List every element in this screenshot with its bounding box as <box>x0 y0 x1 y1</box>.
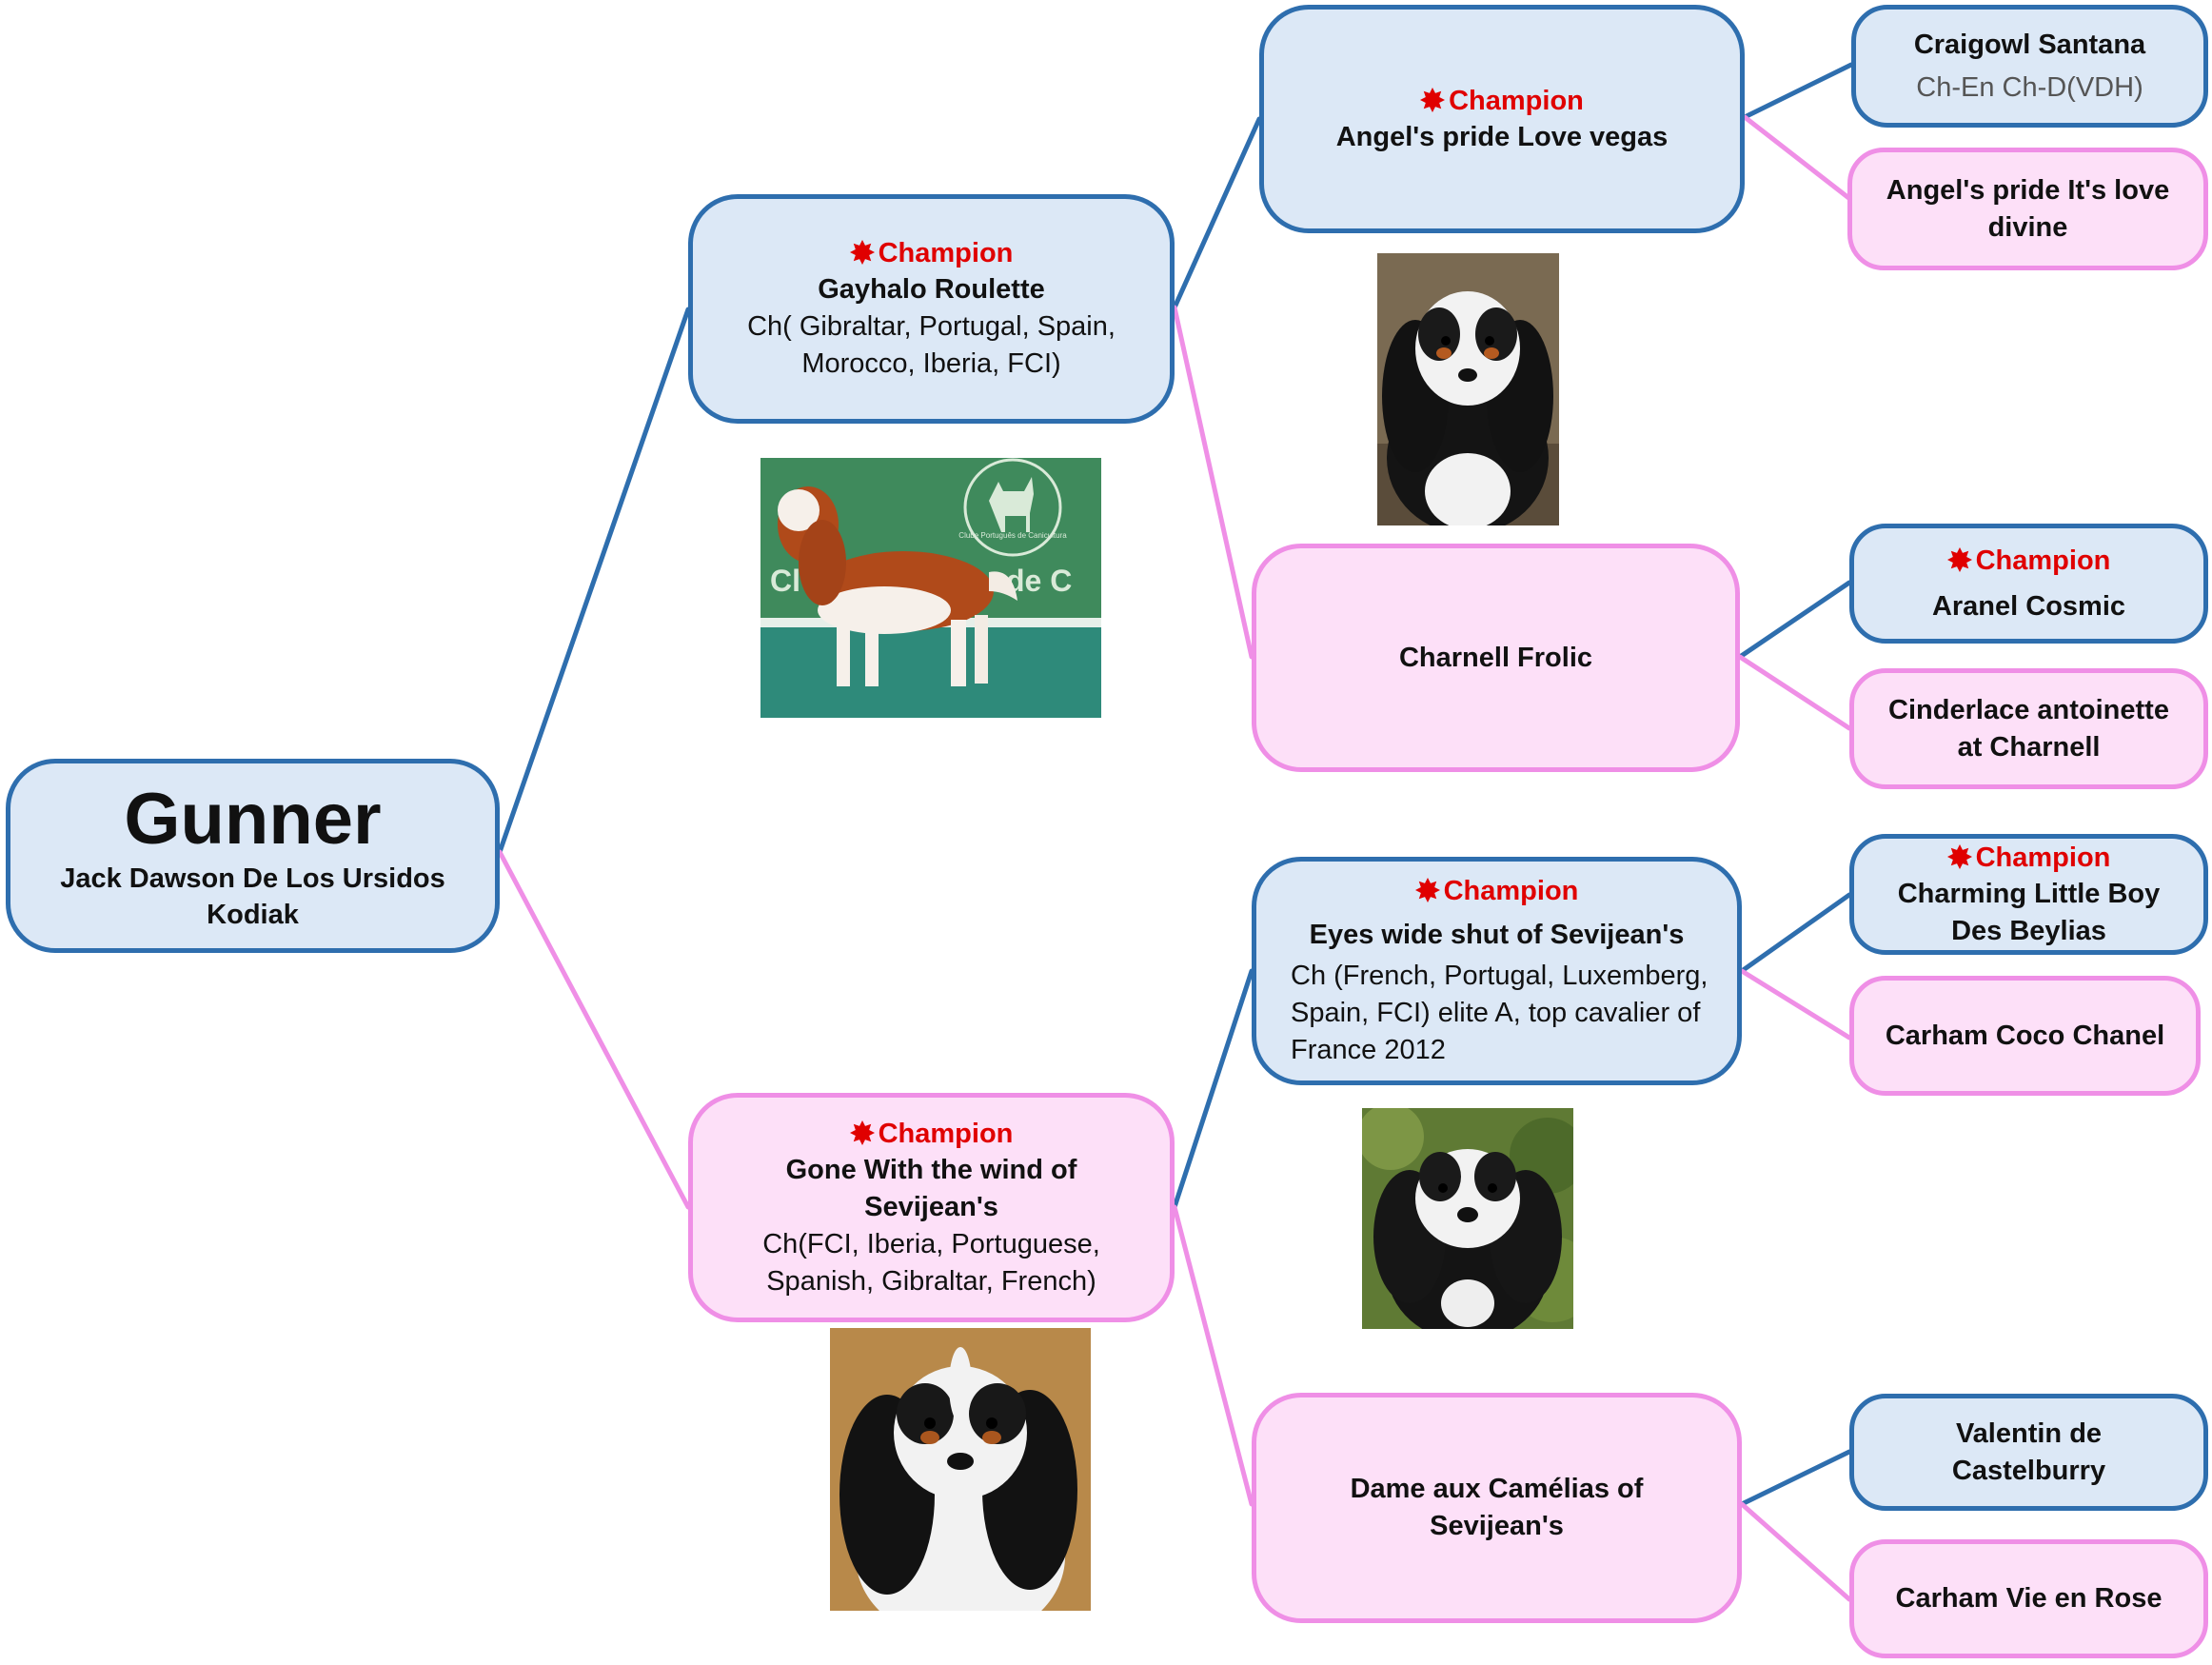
gg-ds-sire-name: Charming Little Boy Des Beylias <box>1897 878 2161 946</box>
link-sd-sire <box>1737 580 1852 660</box>
link-ds-dam <box>1739 968 1852 1041</box>
link-root-dam <box>497 849 691 1210</box>
link-ds-sire <box>1739 892 1852 974</box>
sire-photo: Cl de C Clube Português de Canicultura <box>760 458 1101 718</box>
link-sire-sd <box>1172 305 1254 660</box>
gg-sd-sire-name: Aranel Cosmic <box>1931 590 2126 622</box>
svg-text:Cl: Cl <box>770 564 800 598</box>
gg-sd-dam-node[interactable]: Cinderlace antoinette at Charnell <box>1849 668 2208 789</box>
link-ss-sire <box>1742 62 1854 120</box>
champion-badge: Champion <box>1946 543 2111 579</box>
champion-label: Champion <box>1449 85 1584 116</box>
champion-star-icon <box>849 1120 875 1145</box>
gg-dd-sire-node[interactable]: Valentin de Castelburry <box>1849 1394 2208 1511</box>
link-ss-dam <box>1742 114 1854 203</box>
gg-ss-sire-name: Craigowl Santana <box>1913 29 2146 60</box>
gg-ss-sire-titles: Ch-En Ch-D(VDH) <box>1916 71 2143 103</box>
gg-ss-dam-name: Angel's pride It's love divine <box>1886 174 2170 243</box>
show-dog-image: Cl de C Clube Português de Canicultura <box>760 458 1101 718</box>
dog-portrait-image <box>1362 1108 1573 1329</box>
sire-sire-node[interactable]: Champion Angel's pride Love vegas <box>1259 5 1745 233</box>
dam-name: Gone With the wind of Sevijean's <box>785 1154 1077 1222</box>
link-dam-dd <box>1172 1204 1254 1507</box>
link-dam-ds <box>1172 968 1254 1210</box>
champion-label: Champion <box>1443 876 1579 906</box>
photo-logo-text: Clube Português de Canicultura <box>958 531 1067 540</box>
sire-sire-name: Angel's pride Love vegas <box>1335 121 1669 152</box>
dam-sire-titles: Ch (French, Portugal, Luxemberg, Spain, … <box>1291 961 1708 1065</box>
champion-star-icon <box>1414 878 1440 902</box>
champion-badge: Champion <box>849 235 1014 271</box>
gg-ss-sire-node[interactable]: Craigowl Santana Ch-En Ch-D(VDH) <box>1851 5 2208 128</box>
link-sd-dam <box>1737 654 1852 731</box>
gg-dd-sire-name: Valentin de Castelburry <box>1951 1417 2106 1486</box>
dam-sire-node[interactable]: Champion Eyes wide shut of Sevijean's Ch… <box>1252 857 1742 1085</box>
dam-node[interactable]: Champion Gone With the wind of Sevijean'… <box>688 1093 1175 1322</box>
dam-sire-photo <box>1362 1108 1573 1329</box>
gg-ss-dam-node[interactable]: Angel's pride It's love divine <box>1847 148 2208 270</box>
sire-titles: Ch( Gibraltar, Portugal, Spain, Morocco,… <box>747 311 1116 379</box>
link-dd-dam <box>1739 1501 1852 1602</box>
dog-portrait-image <box>1377 253 1559 525</box>
champion-badge: Champion <box>1414 873 1579 909</box>
gg-dd-dam-name: Carham Vie en Rose <box>1895 1583 2163 1614</box>
champion-badge: Champion <box>849 1116 1014 1152</box>
dam-photo <box>830 1328 1091 1611</box>
dam-dam-name: Dame aux Camélias of Sevijean's <box>1350 1474 1644 1541</box>
gg-ds-dam-node[interactable]: Carham Coco Chanel <box>1849 976 2201 1096</box>
champion-label: Champion <box>878 238 1014 268</box>
link-root-sire <box>497 307 691 855</box>
sire-dam-name: Charnell Frolic <box>1398 642 1593 673</box>
sire-name: Gayhalo Roulette <box>818 274 1045 305</box>
champion-badge: Champion <box>1420 83 1584 119</box>
sire-sire-photo <box>1377 253 1559 525</box>
sire-dam-node[interactable]: Charnell Frolic <box>1252 544 1740 772</box>
root-dog-name: Gunner <box>124 779 382 860</box>
svg-text:de C: de C <box>1006 564 1072 598</box>
gg-dd-dam-node[interactable]: Carham Vie en Rose <box>1849 1539 2208 1658</box>
gg-sd-dam-name: Cinderlace antoinette at Charnell <box>1888 694 2169 763</box>
link-dd-sire <box>1739 1449 1852 1507</box>
champion-star-icon <box>1420 87 1446 112</box>
sire-node[interactable]: Champion Gayhalo Roulette Ch( Gibraltar,… <box>688 194 1175 424</box>
champion-star-icon <box>849 240 875 265</box>
gg-sd-sire-node[interactable]: Champion Aranel Cosmic <box>1849 524 2208 644</box>
champion-label: Champion <box>1975 842 2111 873</box>
champion-star-icon <box>1946 843 1972 869</box>
champion-label: Champion <box>878 1118 1014 1149</box>
gg-ds-sire-node[interactable]: Champion Charming Little Boy Des Beylias <box>1849 834 2208 955</box>
root-dog-registered-name: Jack Dawson De Los Ursidos Kodiak <box>60 863 445 930</box>
dam-titles: Ch(FCI, Iberia, Portuguese, Spanish, Gib… <box>762 1228 1100 1297</box>
root-dog-node[interactable]: Gunner Jack Dawson De Los Ursidos Kodiak <box>6 759 500 953</box>
champion-star-icon <box>1946 546 1972 572</box>
champion-badge: Champion <box>1946 840 2111 876</box>
dog-portrait-image <box>830 1328 1091 1611</box>
dam-dam-node[interactable]: Dame aux Camélias of Sevijean's <box>1252 1393 1742 1623</box>
dam-sire-name: Eyes wide shut of Sevijean's <box>1309 920 1685 950</box>
champion-label: Champion <box>1975 545 2111 576</box>
gg-ds-dam-name: Carham Coco Chanel <box>1885 1020 2165 1051</box>
link-sire-ss <box>1172 116 1262 310</box>
